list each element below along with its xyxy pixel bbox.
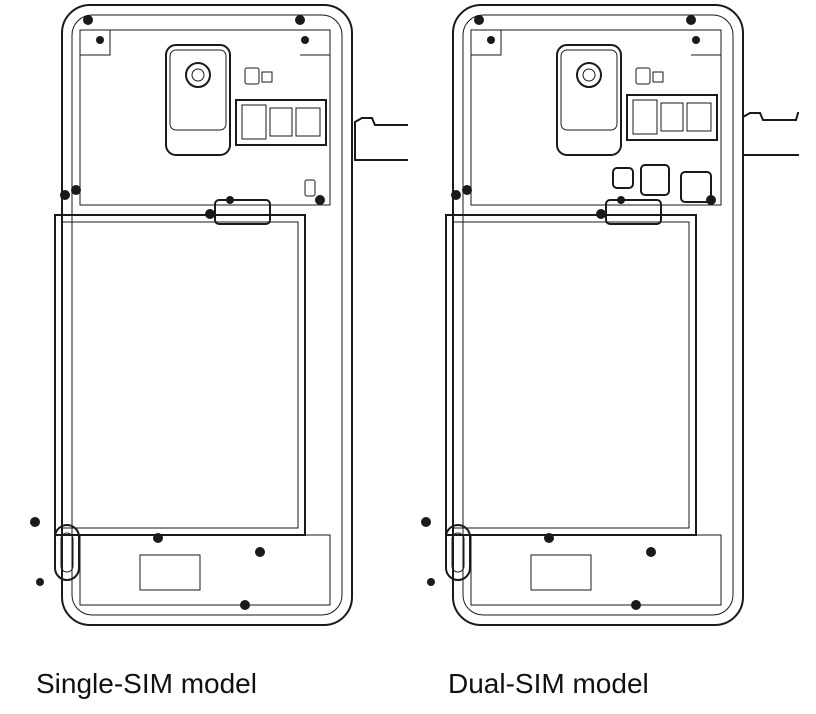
camera-lens [576, 62, 602, 88]
battery [54, 214, 306, 536]
camera-module [165, 44, 231, 156]
microsd-card [354, 117, 408, 161]
speaker [54, 524, 80, 581]
phone-inner-frame [462, 14, 734, 616]
dual-sim-caption: Dual-SIM model [448, 668, 649, 699]
speaker [445, 524, 471, 581]
sim2-slot [612, 167, 634, 189]
microsd-card [742, 112, 799, 156]
phone-inner-frame [71, 14, 343, 616]
camera-lens [185, 62, 211, 88]
phone-frame [452, 4, 744, 626]
sim-sd-slot [235, 99, 327, 146]
sim-sd-slot [626, 94, 718, 141]
dual-sim-phone-diagram [391, 0, 799, 660]
single-sim-caption: Single-SIM model [36, 668, 257, 699]
single-sim-phone-diagram [0, 0, 408, 660]
phone-frame [61, 4, 353, 626]
camera-module [556, 44, 622, 156]
battery [445, 214, 697, 536]
